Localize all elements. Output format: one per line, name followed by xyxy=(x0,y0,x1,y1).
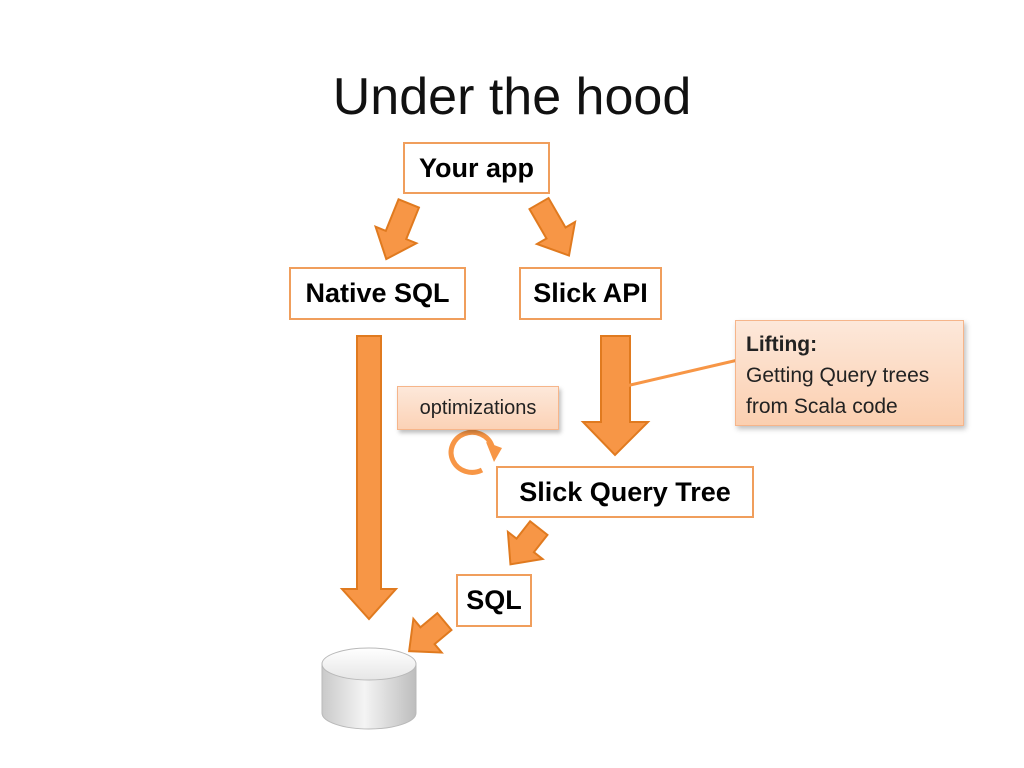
your-app-label: Your app xyxy=(418,152,534,183)
slide-title: Under the hood xyxy=(332,68,692,126)
slick-api-box: Slick API xyxy=(519,267,662,320)
arrow-sql-to-database xyxy=(408,611,453,654)
lifting-callout: Lifting: Getting Query trees from Scala … xyxy=(735,320,964,426)
callout-body: Getting Query trees from Scala code xyxy=(746,364,930,418)
your-app-box: Your app xyxy=(403,142,550,194)
database-icon xyxy=(321,647,417,730)
slick-query-tree-label: Slick Query Tree xyxy=(519,476,731,507)
arrow-query-tree-to-sql xyxy=(506,519,549,566)
callout-title: Lifting: xyxy=(746,333,818,356)
optimizations-label: optimizations xyxy=(419,396,537,419)
arrow-native-sql-to-database xyxy=(339,335,399,621)
slick-query-tree-box: Slick Query Tree xyxy=(496,466,754,518)
optimizations-label-box: optimizations xyxy=(397,386,559,430)
native-sql-label: Native SQL xyxy=(305,278,450,308)
cycle-arrow-icon xyxy=(448,429,502,475)
native-sql-box: Native SQL xyxy=(289,267,466,320)
callout-pointer-line xyxy=(625,358,739,388)
slick-api-label: Slick API xyxy=(533,278,648,308)
arrow-app-to-slick-api xyxy=(528,196,577,257)
arrow-slick-api-to-query-tree xyxy=(580,335,651,457)
arrow-app-to-native-sql xyxy=(373,198,421,261)
sql-label: SQL xyxy=(466,585,522,615)
sql-box: SQL xyxy=(456,574,532,627)
